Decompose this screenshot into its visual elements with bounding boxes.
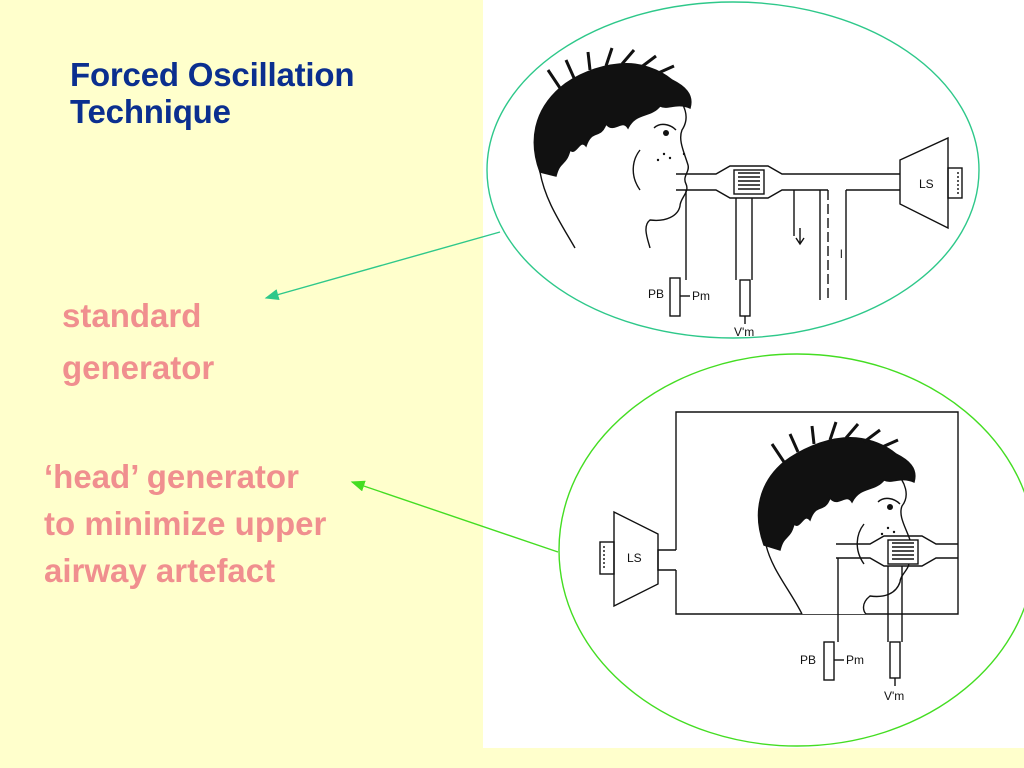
standard-generator-arrow — [264, 231, 501, 300]
standard-generator-label-line-2: generator — [62, 349, 215, 386]
top-pb-label: PB — [648, 287, 664, 301]
bottom-tubing — [836, 535, 958, 567]
slide-title: Forced Oscillation Technique — [70, 56, 354, 130]
head-generator-arrow — [350, 480, 559, 553]
top-loudspeaker — [899, 136, 963, 230]
top-diagram-ellipse — [486, 1, 980, 339]
top-vm-label: V'm — [734, 325, 754, 339]
bottom-pm-label: Pm — [846, 653, 864, 667]
top-tubing — [676, 165, 900, 199]
top-speaker-label: LS — [919, 177, 934, 191]
bottom-head-illustration — [757, 421, 916, 615]
slide-title-line-2: Technique — [70, 93, 231, 130]
top-head-illustration — [533, 47, 692, 249]
bottom-measurement-lines — [823, 558, 903, 686]
bottom-diagram — [599, 411, 959, 686]
head-generator-label: ‘head’ generator to minimize upper airwa… — [44, 453, 326, 594]
head-generator-label-line-2: to minimize upper — [44, 505, 327, 542]
standard-generator-label-line-1: standard — [62, 297, 202, 334]
bottom-pb-label: PB — [800, 653, 816, 667]
top-diagram — [533, 47, 963, 324]
bottom-vm-label: V'm — [884, 689, 904, 703]
head-generator-label-line-3: airway artefact — [44, 552, 276, 589]
bottom-box-enclosure — [675, 411, 959, 615]
top-line-label: l — [840, 247, 843, 261]
slide-title-line-1: Forced Oscillation — [70, 56, 355, 93]
standard-generator-label: standard generator — [62, 290, 214, 394]
bottom-speaker-label: LS — [627, 551, 642, 565]
top-measurement-lines — [669, 190, 847, 324]
top-pm-label: Pm — [692, 289, 710, 303]
bottom-diagram-ellipse — [558, 353, 1024, 747]
bottom-loudspeaker — [599, 510, 676, 608]
head-generator-label-line-1: ‘head’ generator — [44, 458, 299, 495]
